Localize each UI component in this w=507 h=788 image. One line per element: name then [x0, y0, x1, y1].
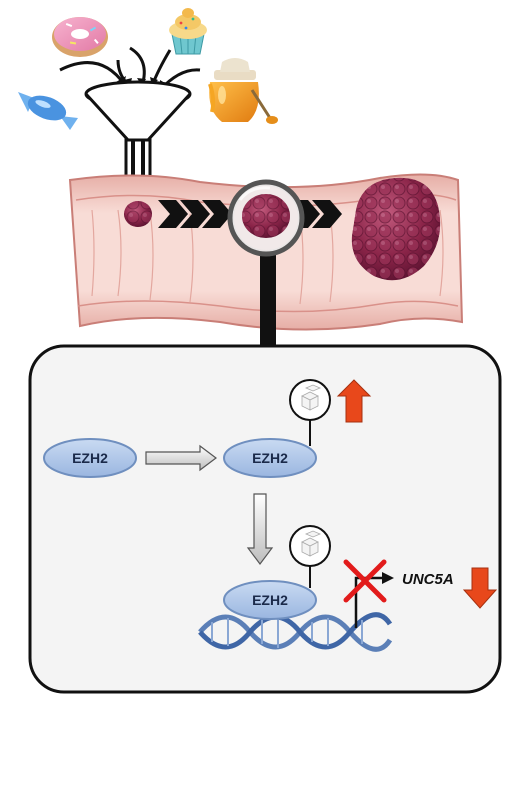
arrow-right	[145, 444, 217, 472]
ezh2-dna: EZH2	[223, 580, 317, 620]
progression-chevrons-1	[158, 200, 232, 228]
arrow-up-icon	[336, 379, 372, 423]
arrow-down	[246, 493, 274, 565]
transcription-start-arrow	[354, 572, 394, 628]
arrow-down-icon	[462, 567, 498, 609]
magnifier-icon	[227, 179, 305, 354]
ezh2-glyco: EZH2	[223, 438, 317, 478]
ezh2-free: EZH2	[43, 438, 137, 478]
ezh2-free-label: EZH2	[72, 450, 108, 466]
ezh2-glyco-label: EZH2	[252, 450, 288, 466]
dna-helix	[198, 612, 393, 652]
cupcake-icon	[169, 8, 207, 55]
candy-icon	[18, 92, 78, 130]
gene-label: UNC5A	[402, 571, 454, 588]
honey-jar-icon	[208, 58, 278, 124]
ezh2-dna-label: EZH2	[252, 592, 288, 608]
block-x-icon	[343, 559, 387, 603]
sugar-cube-icon-2	[289, 525, 331, 567]
donut-icon	[52, 17, 108, 57]
tumor-large	[351, 177, 441, 281]
polyp-small	[124, 201, 152, 227]
sugar-cube-icon	[289, 379, 331, 421]
